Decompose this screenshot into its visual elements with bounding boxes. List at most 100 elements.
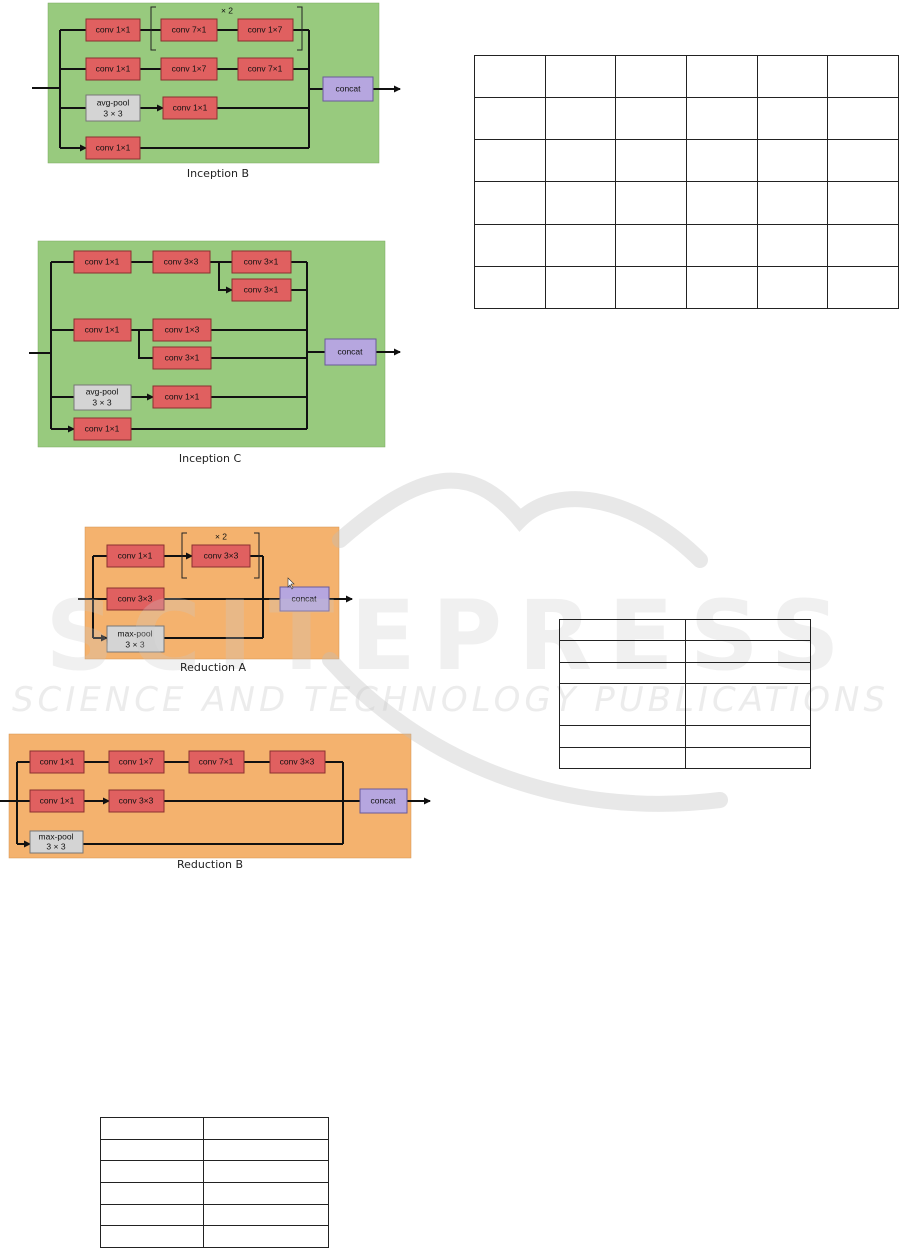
- table-row: [100, 1225, 329, 1248]
- inception-b-caption: Inception B: [186, 167, 250, 180]
- inception-b-diagram: × 2 conv 1×1 conv 7×1 conv 1×7 conv 1×1 …: [32, 2, 400, 164]
- reduction-a-caption: Reduction A: [179, 661, 246, 674]
- box-label: conv 3×1: [244, 256, 279, 266]
- table-row: [559, 682, 811, 727]
- pool-box: [29, 830, 84, 854]
- box-label: max-pool: [39, 831, 74, 841]
- box-label: conv 1×1: [40, 795, 75, 805]
- conv-box: [231, 250, 292, 274]
- table-row: [100, 1181, 329, 1205]
- reduction-a-repeat-label: × 2: [215, 531, 227, 541]
- conv-box: [108, 789, 165, 813]
- table-row: [559, 725, 811, 748]
- table-row: [559, 640, 811, 663]
- box-label: conv 3×1: [165, 352, 200, 362]
- empty-table-top-right: [474, 54, 899, 310]
- box-label: max-pool: [118, 628, 153, 638]
- conv-box: [29, 750, 85, 774]
- box-label: conv 3×3: [280, 756, 315, 766]
- table-row: [474, 181, 899, 225]
- box-label: conv 1×1: [118, 550, 153, 560]
- table-row: [100, 1138, 329, 1162]
- reduction-a-diagram: × 2 conv 1×1 conv 3×3 conv 3×3 max-pool …: [78, 526, 352, 660]
- box-label: conv 1×1: [85, 324, 120, 334]
- box-label: conv 3×1: [244, 284, 279, 294]
- empty-table-middle-right: [559, 618, 811, 770]
- box-label: 3 × 3: [46, 841, 65, 851]
- box-label: conv 1×1: [96, 142, 131, 152]
- conv-box: [85, 57, 141, 81]
- table-row: [474, 265, 899, 310]
- conv-box: [106, 544, 165, 568]
- box-label: conv 3×3: [118, 593, 153, 603]
- table-row: [100, 1117, 329, 1140]
- table-row: [474, 54, 899, 99]
- box-label: conv 1×1: [85, 423, 120, 433]
- box-label: concat: [337, 346, 363, 356]
- conv-box: [237, 18, 294, 42]
- conv-box: [73, 250, 132, 274]
- conv-box: [152, 385, 212, 409]
- conv-box: [191, 544, 251, 568]
- box-label: conv 1×3: [165, 324, 200, 334]
- conv-box: [85, 136, 141, 160]
- conv-box: [108, 750, 165, 774]
- box-label: conv 1×7: [119, 756, 154, 766]
- box-label: 3 × 3: [92, 397, 111, 407]
- conv-box: [73, 318, 132, 342]
- table-row: [100, 1160, 329, 1183]
- conv-box: [231, 278, 292, 302]
- conv-box: [188, 750, 245, 774]
- box-label: concat: [370, 795, 396, 805]
- conv-box: [106, 587, 165, 611]
- concat-box: [279, 586, 330, 612]
- conv-box: [237, 57, 294, 81]
- box-label: conv 7×1: [248, 63, 283, 73]
- table-row: [474, 139, 899, 183]
- concat-box: [359, 788, 408, 814]
- conv-box: [269, 750, 326, 774]
- box-label: conv 3×3: [164, 256, 199, 266]
- box-label: conv 7×1: [172, 24, 207, 34]
- conv-box: [152, 250, 211, 274]
- box-label: 3 × 3: [125, 639, 144, 649]
- table-row: [474, 97, 899, 141]
- table-row: [559, 661, 811, 684]
- box-label: conv 3×3: [204, 550, 239, 560]
- watermark-emblem: [322, 472, 728, 812]
- box-label: avg-pool: [86, 386, 119, 396]
- inception-b-repeat-label: × 2: [221, 5, 233, 15]
- box-label: conv 1×1: [96, 63, 131, 73]
- conv-box: [73, 417, 132, 441]
- table-row: [474, 223, 899, 267]
- conv-box: [85, 18, 141, 42]
- pool-box: [85, 94, 141, 122]
- pool-box: [106, 625, 165, 653]
- concat-box: [322, 76, 374, 102]
- box-label: conv 1×1: [85, 256, 120, 266]
- reduction-b-caption: Reduction B: [176, 858, 244, 871]
- box-label: conv 7×1: [199, 756, 234, 766]
- inception-c-caption: Inception C: [178, 452, 242, 465]
- table-row: [559, 618, 811, 642]
- conv-box: [160, 18, 218, 42]
- box-label: conv 3×3: [119, 795, 154, 805]
- box-label: conv 1×1: [96, 24, 131, 34]
- box-label: conv 1×7: [172, 63, 207, 73]
- table-row: [559, 746, 811, 770]
- conv-box: [152, 318, 212, 342]
- conv-box: [162, 96, 218, 120]
- cursor-icon: [287, 577, 295, 590]
- box-label: 3 × 3: [103, 108, 122, 118]
- empty-table-bottom-left: [100, 1117, 329, 1248]
- box-label: conv 1×1: [173, 102, 208, 112]
- conv-box: [160, 57, 218, 81]
- box-label: avg-pool: [97, 97, 130, 107]
- conv-box: [152, 346, 212, 370]
- conv-box: [29, 789, 85, 813]
- box-label: conv 1×1: [40, 756, 75, 766]
- box-label: conv 1×7: [248, 24, 283, 34]
- inception-c-diagram: conv 1×1 conv 3×3 conv 3×1 conv 3×1 conv…: [29, 240, 400, 448]
- box-label: conv 1×1: [165, 391, 200, 401]
